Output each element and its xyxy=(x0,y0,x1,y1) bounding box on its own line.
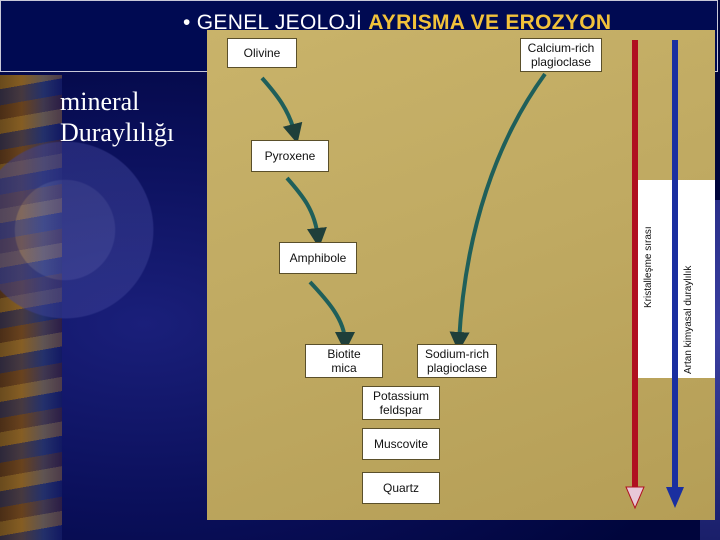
section-heading: mineral Duraylılığı xyxy=(60,86,174,148)
series-arrow-olivine-pyroxene xyxy=(260,76,303,144)
title-prefix: • GENEL JEOLOJİ xyxy=(183,11,369,34)
pyroxene-label: Pyroxene xyxy=(264,149,316,163)
heading-line-1: mineral xyxy=(60,87,140,116)
olivine-box: Olivine xyxy=(227,38,297,68)
quartz-label: Quartz xyxy=(382,481,419,495)
potassium-feldspar-label-1: Potassium xyxy=(372,389,430,403)
arrows-layer xyxy=(260,40,684,510)
stability-label: Artan kimyasal duraylılık xyxy=(683,265,694,374)
calcium-plagioclase-label-2: plagioclase xyxy=(530,55,592,69)
amphibole-label: Amphibole xyxy=(289,251,347,265)
biotite-mica-box: Biotite mica xyxy=(305,344,383,378)
olivine-label: Olivine xyxy=(243,46,281,60)
pyroxene-box: Pyroxene xyxy=(251,140,329,172)
biotite-label-2: mica xyxy=(331,361,357,375)
stability-arrow-head xyxy=(666,487,684,508)
amphibole-box: Amphibole xyxy=(279,242,357,274)
gear-decoration-icon xyxy=(0,130,165,330)
title-main: AYRIŞMA VE EROZYON xyxy=(368,11,612,34)
sodium-plagioclase-label-2: plagioclase xyxy=(426,361,488,375)
potassium-feldspar-label-2: feldspar xyxy=(379,403,423,417)
series-arrow-calcium-sodium xyxy=(449,72,547,352)
series-arrow-amphibole-biotite xyxy=(308,280,355,352)
calcium-plagioclase-box: Calcium-rich plagioclase xyxy=(520,38,602,72)
series-arrow-pyroxene-amphibole xyxy=(285,176,327,248)
slide-title: • GENEL JEOLOJİ AYRIŞMA VE EROZYON xyxy=(183,11,611,35)
crystallization-arrow-head xyxy=(625,486,645,510)
potassium-feldspar-box: Potassium feldspar xyxy=(362,386,440,420)
muscovite-label: Muscovite xyxy=(373,437,429,451)
muscovite-box: Muscovite xyxy=(362,428,440,460)
biotite-label-1: Biotite xyxy=(327,347,361,361)
crystallization-order-label: Kristalleşme sırası xyxy=(643,226,654,308)
heading-line-2: Duraylılığı xyxy=(60,118,175,147)
sodium-plagioclase-box: Sodium-rich plagioclase xyxy=(417,344,497,378)
calcium-plagioclase-label-1: Calcium-rich xyxy=(527,41,595,55)
bowen-reaction-series-diagram: Olivine Calcium-rich plagioclase Pyroxen… xyxy=(207,30,715,520)
quartz-box: Quartz xyxy=(362,472,440,504)
sodium-plagioclase-label-1: Sodium-rich xyxy=(424,347,490,361)
